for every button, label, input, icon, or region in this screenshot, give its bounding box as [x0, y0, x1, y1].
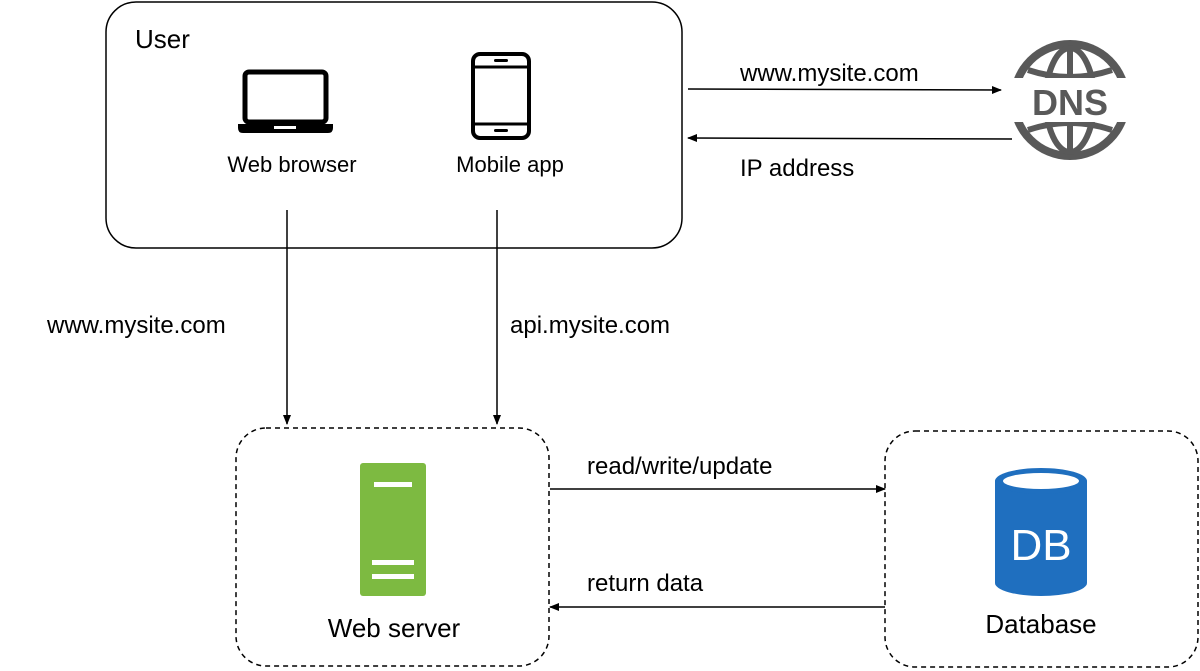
dns-icon-text: DNS [1032, 82, 1108, 123]
web-server-box [235, 427, 550, 667]
web-server-label: Web server [328, 613, 461, 643]
dns-response-arrow [687, 134, 1013, 143]
database-box [884, 430, 1199, 668]
browser-route-label: www.mysite.com [46, 312, 226, 339]
user-group-title: User [135, 24, 190, 54]
database-cylinder-icon: DB [995, 468, 1087, 596]
user-group-box [105, 1, 683, 249]
dns-request-arrow [687, 85, 1002, 94]
dns-response-label: IP address [740, 155, 854, 182]
web-server-node: Web server [235, 427, 550, 667]
dns-request-label: www.mysite.com [739, 60, 919, 87]
database-label: Database [985, 609, 1096, 639]
phone-icon [471, 52, 531, 140]
db-response-label: return data [587, 570, 704, 597]
laptop-icon [238, 69, 333, 133]
mobile-app-label: Mobile app [456, 152, 564, 177]
app-route-label: api.mysite.com [510, 312, 670, 339]
user-group: User [105, 1, 683, 249]
database-icon-text: DB [1010, 521, 1071, 570]
db-request-label: read/write/update [587, 453, 772, 480]
web-browser-label: Web browser [227, 152, 356, 177]
dns-globe-icon: DNS [1008, 40, 1132, 160]
server-icon [360, 463, 426, 596]
database-node: DB Database [884, 430, 1199, 668]
